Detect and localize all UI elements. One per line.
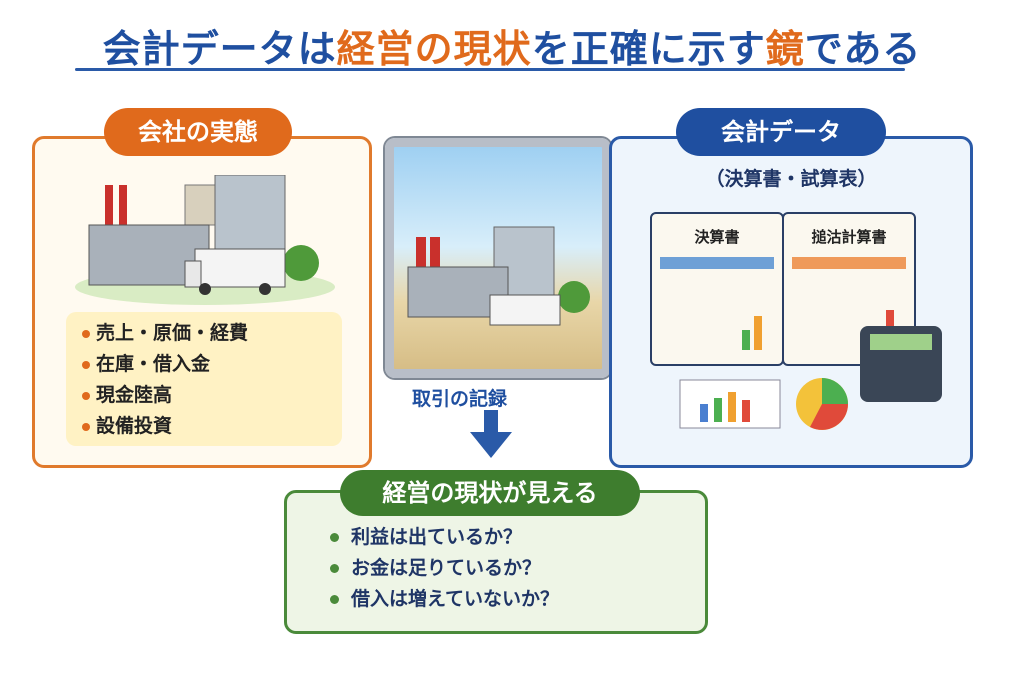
bullet-icon	[330, 533, 339, 542]
down-arrow-icon	[484, 410, 498, 434]
list-item: お金は足りているか？	[330, 553, 559, 584]
bullet-icon	[82, 360, 90, 369]
mirror-reflection-icon	[407, 226, 590, 326]
list-item: 利益は出ているか？	[330, 522, 559, 553]
accounting-data-subtitle: （決算書・試算表）	[705, 168, 877, 190]
page-title: 会計データは経営の現状を正確に示す鏡である	[102, 27, 922, 71]
book-left-title: 決算書	[694, 228, 740, 246]
factory-illustration	[75, 175, 335, 305]
bullet-icon	[82, 329, 90, 338]
bullet-icon	[82, 391, 90, 400]
bullet-icon	[330, 564, 339, 573]
list-item: 売上・原価・経費	[82, 318, 342, 349]
book-right-title: 搥沽計算書	[811, 228, 887, 246]
title-underline	[75, 68, 905, 71]
management-status-tag: 経営の現状が見える	[340, 470, 640, 516]
book-left-page: 決算書	[650, 212, 784, 366]
list-item: 在庫・借入金	[82, 349, 342, 380]
management-questions-list: 利益は出ているか？ お金は足りているか？ 借入は増えていないか？	[330, 522, 559, 615]
chart-and-calculator-icon	[679, 326, 942, 430]
bullet-icon	[330, 595, 339, 604]
company-items-list: 売上・原価・経費 在庫・借入金 現金陸高 設備投資	[66, 312, 342, 446]
transaction-record-label: 取引の記録	[412, 388, 508, 410]
list-item: 設備投資	[82, 411, 342, 442]
list-item: 借入は増えていないか？	[330, 584, 559, 615]
mirror-illustration	[385, 138, 611, 378]
bullet-icon	[82, 422, 90, 431]
list-item: 現金陸高	[82, 380, 342, 411]
company-reality-tag: 会社の実態	[104, 108, 292, 156]
accounting-data-tag: 会計データ	[676, 108, 886, 156]
arrow-head-icon	[470, 432, 512, 458]
